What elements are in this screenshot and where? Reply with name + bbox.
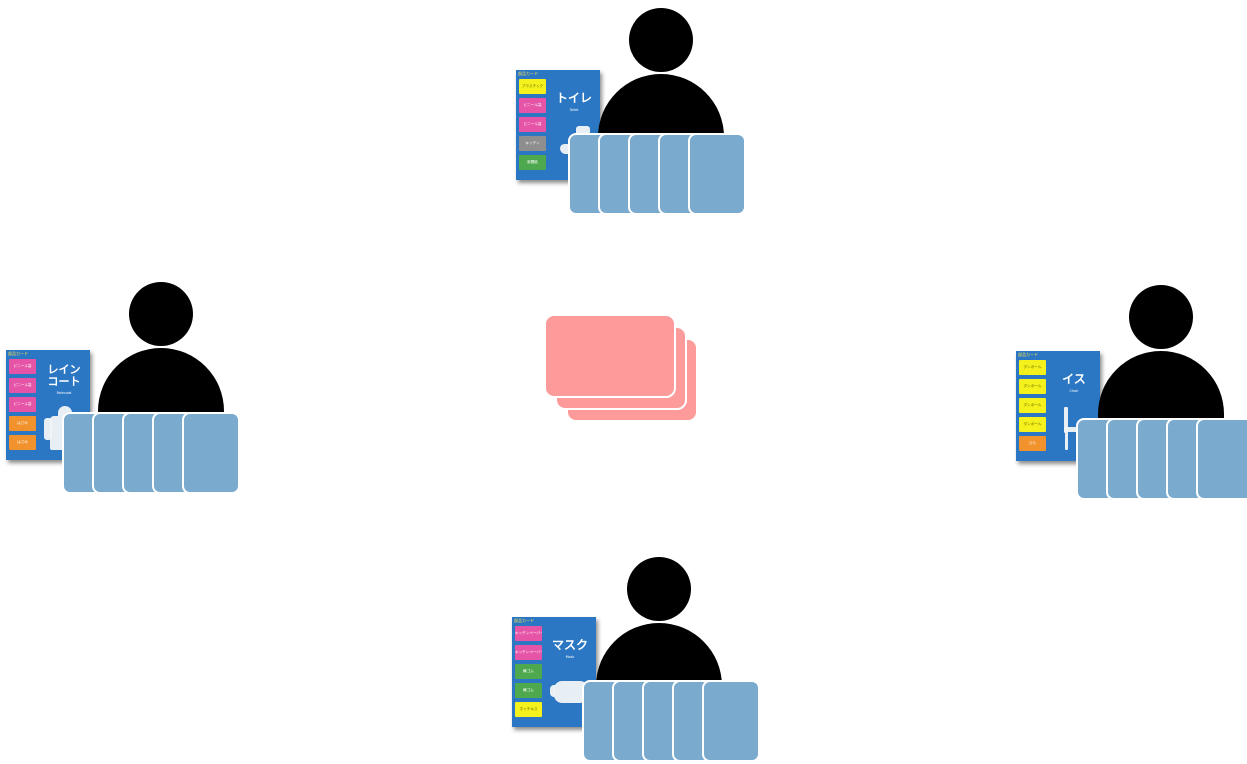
requirement-slot: はさみ [9, 435, 36, 450]
requirement-slot: はさみ [9, 416, 36, 431]
requirement-slot: ひも [1019, 436, 1046, 451]
deck-card[interactable] [544, 314, 676, 398]
hand-top [568, 133, 748, 217]
requirement-slot: キッチン [519, 136, 546, 151]
requirement-slot: ホッチキス [515, 702, 542, 717]
card-subtitle: Raincoat [40, 391, 88, 395]
requirement-slot: プラスチック [519, 79, 546, 94]
hand-card[interactable] [702, 680, 760, 762]
requirement-slot: 新聞紙 [519, 155, 546, 170]
requirement-slot: ダンボール [1019, 379, 1046, 394]
requirement-slot: ビニール袋 [519, 98, 546, 113]
card-header: 部品カード [518, 71, 538, 77]
card-header: 部品カード [8, 351, 28, 357]
hand-left [62, 412, 242, 496]
requirement-slot: ビニール袋 [519, 117, 546, 132]
requirement-slot: ダンボール [1019, 360, 1046, 375]
card-header: 部品カード [514, 618, 534, 624]
card-subtitle: Mask [546, 655, 594, 659]
card-subtitle: Chair [1050, 389, 1098, 393]
hand-card[interactable] [1196, 418, 1247, 500]
requirement-slot: キッチンペーパー [515, 626, 542, 641]
hand-card[interactable] [182, 412, 240, 494]
hand-card[interactable] [688, 133, 746, 215]
hand-right [1076, 418, 1247, 502]
card-title: イス [1050, 373, 1098, 386]
requirement-slot: ダンボール [1019, 417, 1046, 432]
card-header: 部品カード [1018, 352, 1038, 358]
card-title: レイン コート [40, 364, 88, 388]
requirement-slot: 輪ゴム [515, 664, 542, 679]
requirement-slot: 輪ゴム [515, 683, 542, 698]
requirement-slot: ビニール袋 [9, 378, 36, 393]
hand-bottom [582, 680, 762, 764]
card-title: マスク [546, 639, 594, 652]
requirement-slot: ダンボール [1019, 398, 1046, 413]
requirement-slot: ビニール袋 [9, 397, 36, 412]
requirement-slot: キッチンペーパー [515, 645, 542, 660]
draw-pile[interactable] [544, 314, 706, 426]
card-subtitle: Toilet [550, 108, 598, 112]
requirement-slot: ビニール袋 [9, 359, 36, 374]
card-title: トイレ [550, 92, 598, 105]
